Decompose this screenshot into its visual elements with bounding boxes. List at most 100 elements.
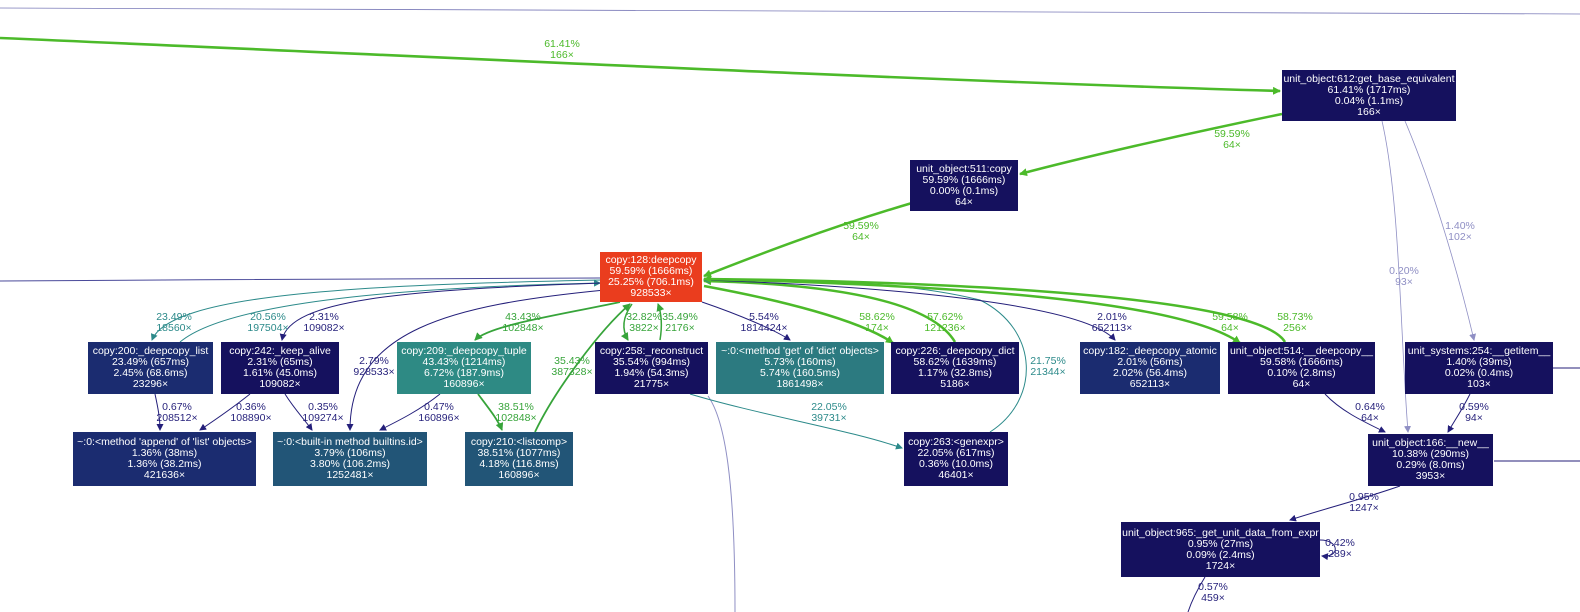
edge-percent: 22.05% <box>811 401 847 413</box>
edge-calls: 102848× <box>495 412 537 424</box>
function-node-genexpr[interactable]: copy:263:<genexpr>22.05% (617ms)0.36% (1… <box>904 432 1008 486</box>
function-name: copy:242:_keep_alive <box>229 345 331 357</box>
call-count: 109082× <box>259 378 301 390</box>
edge-get_unit_data-to-external <box>1187 576 1206 612</box>
self-time: 3.80% (106.2ms) <box>310 458 390 470</box>
self-time: 2.45% (68.6ms) <box>113 367 188 379</box>
edge-calls: 208512× <box>156 412 198 424</box>
edge-percent: 0.57% <box>1198 581 1228 593</box>
edge-deepcopy-to-dict_get <box>701 301 791 341</box>
self-time: 1.36% (38.2ms) <box>127 458 202 470</box>
edge-uo_deepcopy-to-uo_new <box>1324 393 1386 433</box>
edge-percent: 35.49% <box>662 311 698 323</box>
function-name: copy:182:_deepcopy_atomic <box>1083 345 1217 357</box>
function-node-dict-get[interactable]: ~:0:<method 'get' of 'dict' objects>5.73… <box>716 342 884 394</box>
total-time: 59.58% (1666ms) <box>1260 356 1343 368</box>
edge-calls: 166× <box>550 49 574 61</box>
edge-calls: 109274× <box>302 412 344 424</box>
call-count: 21775× <box>633 378 670 390</box>
edge-percent: 58.62% <box>859 311 895 323</box>
edge-calls: 102848× <box>502 322 544 334</box>
edge-calls: 18560× <box>156 322 192 334</box>
edge-percent: 32.82% <box>626 311 662 323</box>
call-count: 1724× <box>1205 559 1236 572</box>
edge-percent: 1.40% <box>1445 220 1475 232</box>
self-time: 0.36% (10.0ms) <box>918 458 994 470</box>
edge-deepcopy_tuple-to-builtins_id <box>379 393 441 431</box>
edge-label: 0.42%289× <box>1325 538 1355 560</box>
self-time: 25.25% (706.1ms) <box>608 276 694 288</box>
edge-calls: 2176× <box>665 322 695 334</box>
edge-deepcopy-to-deepcopy_tuple <box>474 301 621 341</box>
function-node-getitem[interactable]: unit_systems:254:__getitem__1.40% (39ms)… <box>1405 342 1553 394</box>
edge-label: 38.51%102848× <box>495 402 536 424</box>
function-name: unit_object:166:__new__ <box>1372 437 1489 449</box>
edge-calls: 1814424× <box>740 322 788 334</box>
total-time: 43.43% (1214ms) <box>422 356 506 368</box>
edge-calls: 109082× <box>303 322 345 334</box>
total-time: 2.31% (65ms) <box>247 356 313 368</box>
edge-deepcopy_tuple-to-listcomp <box>477 393 504 431</box>
edge-percent: 43.43% <box>505 311 541 323</box>
edge-percent: 0.36% <box>236 401 266 413</box>
edge-percent: 0.59% <box>1459 401 1489 413</box>
edge-label: 59.59%64× <box>843 221 879 243</box>
edge-calls: 39731× <box>811 412 847 424</box>
edge-get_base_equivalent-to-getitem <box>1404 120 1477 341</box>
function-node-listcomp[interactable]: copy:210:<listcomp>38.51% (1077ms)4.18% … <box>465 432 573 486</box>
call-count: 421636× <box>143 469 186 481</box>
function-node-get-unit-data[interactable]: unit_object:965:_get_unit_data_from_expr… <box>1121 522 1320 577</box>
function-node-uo-new[interactable]: unit_object:166:__new__10.38% (290ms)0.2… <box>1368 434 1493 486</box>
edge-label: 1.40%102× <box>1445 221 1475 243</box>
call-count: 1252481× <box>326 469 374 481</box>
total-time: 0.95% (27ms) <box>1187 537 1254 550</box>
edge-calls: 652113× <box>1091 322 1133 334</box>
call-count: 160896× <box>443 378 485 390</box>
edge-label: 0.64%64× <box>1355 402 1385 424</box>
self-time: 0.10% (2.8ms) <box>1267 367 1336 379</box>
edge-label: 0.20%93× <box>1389 266 1419 288</box>
function-name: ~:0:<built-in method builtins.id> <box>277 436 423 448</box>
edge-label: 5.54%1814424× <box>740 312 787 334</box>
function-name: unit_object:514:__deepcopy__ <box>1229 345 1374 357</box>
function-node-uo-deepcopy[interactable]: unit_object:514:__deepcopy__59.58% (1666… <box>1228 342 1375 394</box>
edge-get_base_equivalent-to-uo_copy <box>1019 112 1283 177</box>
edge-label: 32.82%3822× <box>626 312 662 334</box>
function-node-builtins-id[interactable]: ~:0:<built-in method builtins.id>3.79% (… <box>273 432 427 486</box>
offscreen-edge-bottom <box>707 395 736 612</box>
edge-percent: 0.42% <box>1325 537 1355 549</box>
total-time: 58.62% (1639ms) <box>913 356 997 368</box>
edge-percent: 0.95% <box>1349 491 1379 503</box>
self-time: 0.09% (2.4ms) <box>1186 548 1255 561</box>
self-time: 0.00% (0.1ms) <box>929 184 999 197</box>
edge-deepcopy_list-to-deepcopy <box>179 279 601 343</box>
edge-keep_alive-to-builtins_id <box>284 393 313 431</box>
function-name: copy:210:<listcomp> <box>470 436 568 448</box>
edge-label: 58.73%256× <box>1277 312 1313 334</box>
function-node-list-append[interactable]: ~:0:<method 'append' of 'list' objects>1… <box>73 432 256 486</box>
edge-label: 61.41%166× <box>544 39 580 61</box>
edge-label: 0.67%208512× <box>156 402 197 424</box>
edge-keep_alive-to-list_append <box>199 393 251 431</box>
self-time: 5.74% (160.5ms) <box>760 367 840 379</box>
edge-label: 21.75%21344× <box>1030 356 1066 378</box>
edge-label: 23.49%18560× <box>156 312 192 334</box>
edge-deepcopy-to-keep_alive <box>279 282 603 341</box>
edge-deepcopy-to-deepcopy_list <box>151 279 603 341</box>
edge-percent: 23.49% <box>156 311 192 323</box>
self-time: 1.94% (54.3ms) <box>614 367 689 379</box>
edge-label: 58.62%174× <box>859 312 895 334</box>
edge-label: 35.43%387328× <box>551 356 592 378</box>
edge-percent: 0.35% <box>308 401 338 413</box>
edge-getitem-to-uo_new <box>1447 393 1471 433</box>
